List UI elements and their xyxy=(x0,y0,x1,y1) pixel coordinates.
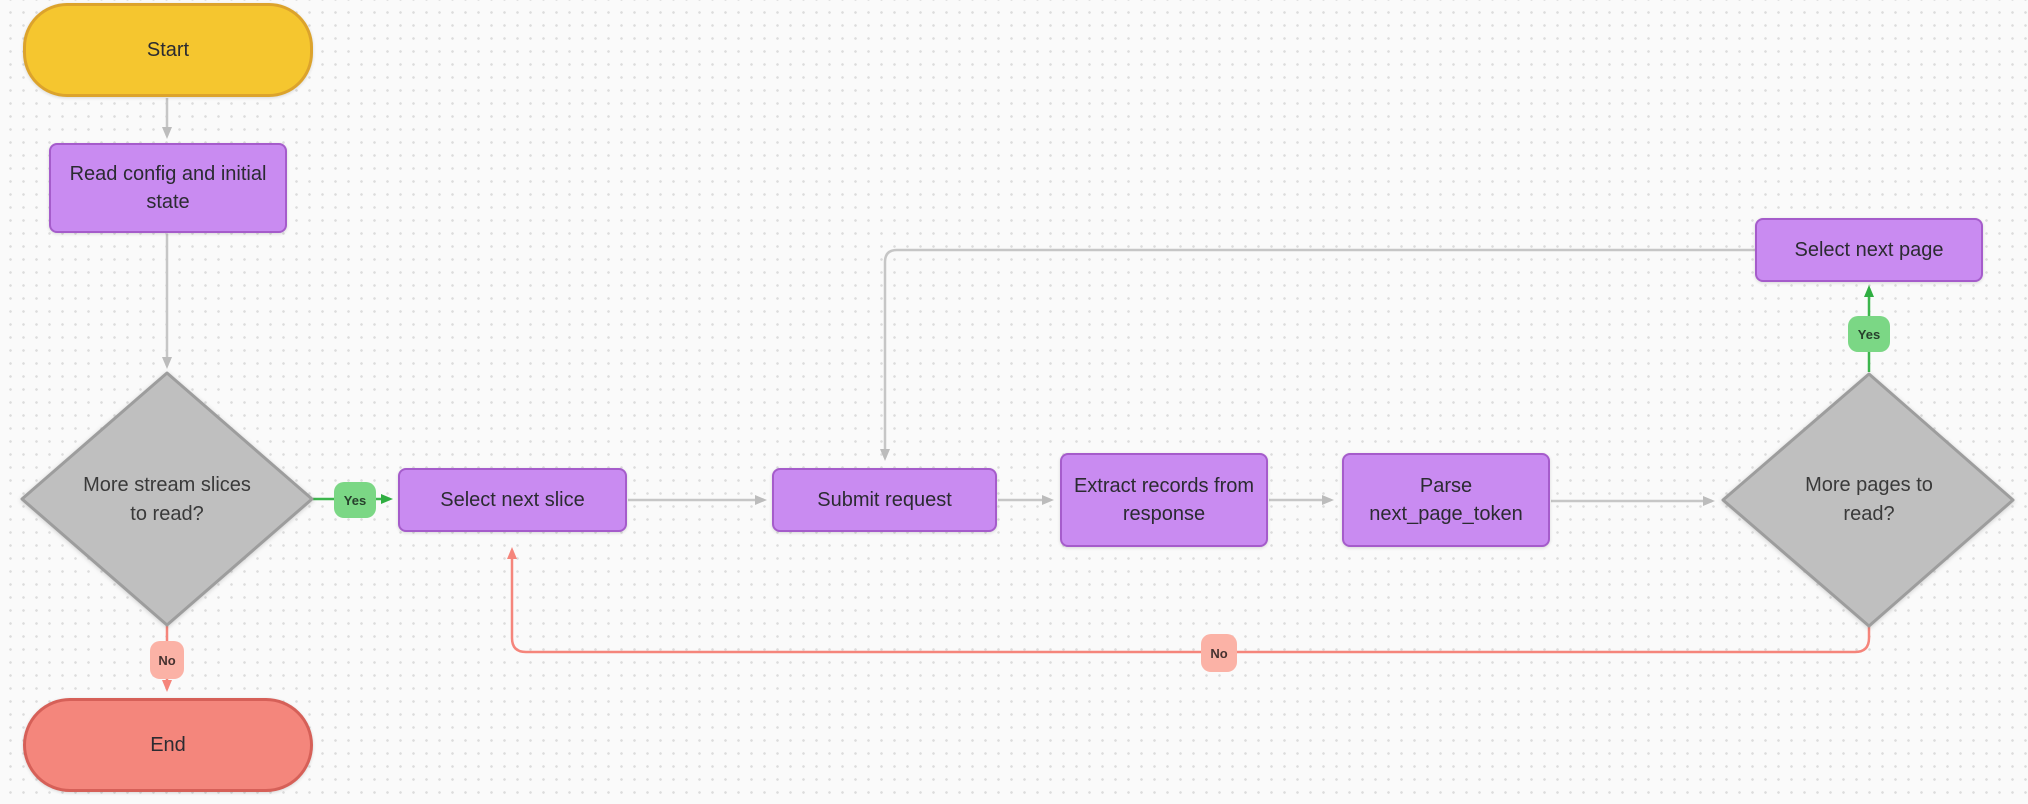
node-read-config-label: Read config and initial state xyxy=(69,163,267,213)
node-select-slice-label: Select next slice xyxy=(440,489,585,511)
badge-no-more-slices: No xyxy=(150,641,184,679)
node-parse-token-label: Parse next_page_token xyxy=(1369,475,1523,525)
node-more-slices-label: More stream slices to read? xyxy=(83,474,251,525)
badge-yes-more-pages: Yes xyxy=(1848,316,1890,352)
node-read-config: Read config and initial state xyxy=(49,143,287,233)
node-parse-token: Parse next_page_token xyxy=(1342,453,1550,547)
edge-morepages-no-to-selectslice-loop xyxy=(507,547,1871,654)
node-select-slice: Select next slice xyxy=(398,468,627,532)
node-start-label: Start xyxy=(146,39,190,61)
node-end-label: End xyxy=(150,734,186,756)
node-extract-records-label: Extract records from response xyxy=(1073,475,1255,525)
badge-no-more-pages: No xyxy=(1201,634,1237,672)
node-submit-request-label: Submit request xyxy=(817,489,952,511)
badge-yes-more-slices: Yes xyxy=(334,482,376,518)
node-select-page-label: Select next page xyxy=(1794,239,1944,261)
node-submit-request: Submit request xyxy=(772,468,997,532)
node-select-page: Select next page xyxy=(1755,218,1983,282)
node-more-pages-label: More pages to read? xyxy=(1805,474,1933,525)
node-start: Start xyxy=(23,3,313,97)
node-extract-records: Extract records from response xyxy=(1060,453,1268,547)
edge-selectpage-to-submit-loop xyxy=(880,248,1755,461)
node-end: End xyxy=(23,698,313,792)
